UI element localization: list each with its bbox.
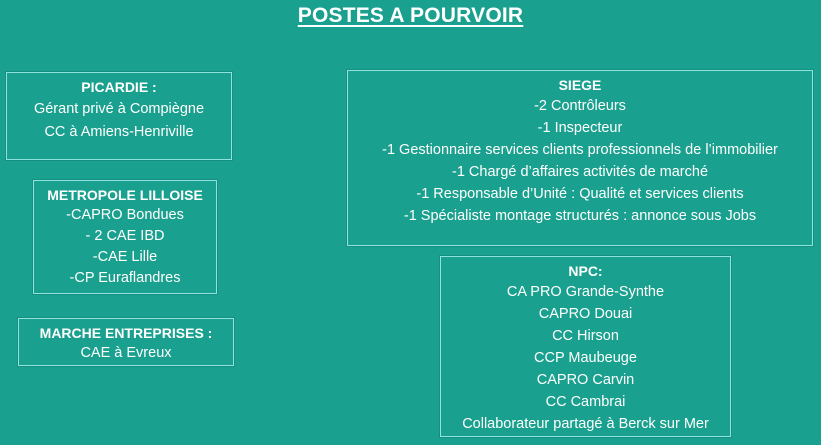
page-title: POSTES A POURVOIR [297,4,524,27]
box-line: CC Hirson [552,328,619,344]
region-box-siege: SIEGE -2 Contrôleurs -1 Inspecteur -1 Ge… [347,70,813,246]
box-header-picardie: PICARDIE : [81,79,157,95]
box-header-marche-entreprises: MARCHE ENTREPRISES : [39,325,213,341]
box-line: CC Cambrai [545,394,626,410]
box-header-npc: NPC: [568,263,603,279]
box-line: -2 Contrôleurs [534,98,626,114]
region-box-marche-entreprises: MARCHE ENTREPRISES : CAE à Evreux [18,318,234,366]
box-line: CCP Maubeuge [534,350,637,366]
box-line: CAPRO Douai [538,306,633,322]
box-header-metropole-lilloise: METROPOLE LILLOISE [47,187,203,203]
box-line: -CP Euraflandres [69,270,181,286]
box-line: CAE à Evreux [80,345,172,361]
box-line: CAPRO Carvin [536,372,635,388]
box-line: -CAE Lille [92,249,158,265]
box-line: -1 Spécialiste montage structurés : anno… [403,208,757,224]
box-line: CA PRO Grande-Synthe [506,284,665,300]
region-box-npc: NPC: CA PRO Grande-Synthe CAPRO Douai CC… [440,256,731,437]
box-line: -1 Chargé d’affaires activités de marché [451,164,709,180]
box-line: -CAPRO Bondues [66,207,184,223]
box-line: Collaborateur partagé à Berck sur Mer [462,416,709,432]
region-box-metropole-lilloise: METROPOLE LILLOISE -CAPRO Bondues - 2 CA… [33,180,217,294]
box-line: - 2 CAE IBD [85,228,165,244]
box-header-siege: SIEGE [558,77,602,93]
region-box-picardie: PICARDIE : Gérant privé à Compiègne CC à… [6,72,232,160]
box-line: CC à Amiens-Henriville [44,124,194,140]
box-line: -1 Responsable d’Unité : Qualité et serv… [416,186,744,202]
box-line: -1 Inspecteur [537,120,623,136]
box-line: Gérant privé à Compiègne [33,101,205,117]
box-line: -1 Gestionnaire services clients profess… [382,142,778,158]
